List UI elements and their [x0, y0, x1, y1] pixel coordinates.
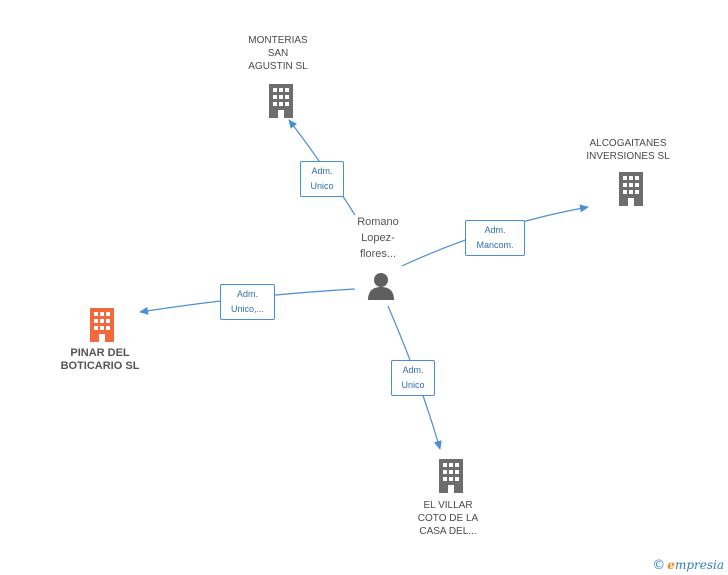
relation-label-villar[interactable]: Adm. Unico: [391, 360, 435, 396]
company-label-alcogaitanes[interactable]: ALCOGAITANES INVERSIONES SL: [586, 138, 670, 162]
building-icon[interactable]: [615, 172, 647, 206]
relation-label-pinar[interactable]: Adm. Unico,...: [220, 284, 275, 320]
empresia-logo[interactable]: ©empresia: [652, 558, 724, 573]
building-icon[interactable]: [265, 84, 297, 118]
building-icon-highlighted[interactable]: [86, 308, 118, 342]
relation-label-monterias[interactable]: Adm. Unico: [300, 161, 344, 197]
company-label-pinar[interactable]: PINAR DEL BOTICARIO SL: [60, 347, 140, 372]
relation-label-alcogaitanes[interactable]: Adm. Mancom.: [465, 220, 525, 256]
person-icon[interactable]: [366, 271, 396, 301]
copyright-icon: ©: [652, 558, 666, 573]
company-label-monterias[interactable]: MONTERIAS SAN AGUSTIN SL: [248, 35, 308, 72]
person-name[interactable]: Romano Lopez- flores...: [357, 216, 399, 260]
company-label-villar[interactable]: EL VILLAR COTO DE LA CASA DEL...: [417, 500, 479, 537]
building-icon[interactable]: [435, 459, 467, 493]
